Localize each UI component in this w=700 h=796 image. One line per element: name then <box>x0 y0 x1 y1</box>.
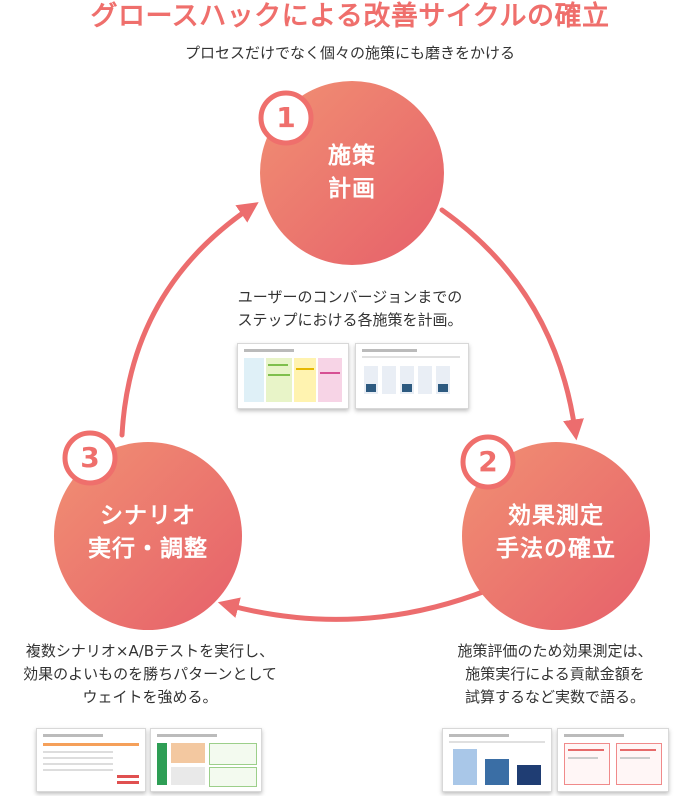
step3-desc-line1: 複数シナリオ×A/Bテストを実行し、 <box>25 642 275 660</box>
step2-number: 2 <box>478 445 498 478</box>
diagram-title: グロースハックによる改善サイクルの確立 <box>90 1 610 32</box>
step1-thumbnail-left <box>237 343 349 409</box>
step2-label-line1: 効果測定 <box>508 503 604 529</box>
arrow-step2-to-step3 <box>217 587 491 622</box>
step3-badge <box>62 430 118 486</box>
step3-circle <box>54 442 242 630</box>
step2-thumbnail-right <box>557 728 669 792</box>
step1-badge <box>258 90 314 146</box>
step1-desc-line2: ステップにおける各施策を計画。 <box>237 311 463 329</box>
step3-label: シナリオ 実行・調整 <box>48 500 248 567</box>
step3-thumbnail-right <box>150 728 262 792</box>
step2-desc-line1: 施策評価のため効果測定は、 <box>457 642 653 660</box>
step3-desc-line2: 効果のよいものを勝ちパターンとして <box>23 665 277 683</box>
step3-desc-line3: ウェイトを強める。 <box>82 688 218 706</box>
step2-thumbnail-left <box>442 728 552 792</box>
diagram-subtitle: プロセスだけでなく個々の施策にも磨きをかける <box>184 44 515 62</box>
step3-label-line2: 実行・調整 <box>88 536 208 563</box>
step2-desc-line3: 試算するなど実数で語る。 <box>464 688 645 706</box>
step2-circle <box>462 442 650 630</box>
step3-label-line1: シナリオ <box>100 503 196 529</box>
arrow-step1-to-step2 <box>439 207 584 441</box>
step2-label-line2: 手法の確立 <box>496 536 616 563</box>
step2-badge <box>460 434 516 490</box>
step2-desc-line2: 施策実行による貢献金額を <box>465 665 645 683</box>
step3-number: 3 <box>80 441 100 474</box>
step2-label: 効果測定 手法の確立 <box>456 500 656 567</box>
step3-description: 複数シナリオ×A/Bテストを実行し、 効果のよいものを勝ちパターンとして ウェイ… <box>0 640 300 709</box>
step3-thumbnail-left <box>36 728 146 792</box>
arrow-step3-to-step1 <box>119 202 259 438</box>
step1-desc-line1: ユーザーのコンバージョンまでの <box>237 288 463 306</box>
step1-label-line2: 計画 <box>328 176 376 203</box>
step1-label: 施策 計画 <box>262 140 442 207</box>
step1-label-line1: 施策 <box>328 143 376 169</box>
step1-number: 1 <box>276 101 296 134</box>
step1-description: ユーザーのコンバージョンまでの ステップにおける各施策を計画。 <box>190 286 510 332</box>
step2-description: 施策評価のため効果測定は、 施策実行による貢献金額を 試算するなど実数で語る。 <box>410 640 700 709</box>
step1-thumbnail-right <box>355 343 469 409</box>
